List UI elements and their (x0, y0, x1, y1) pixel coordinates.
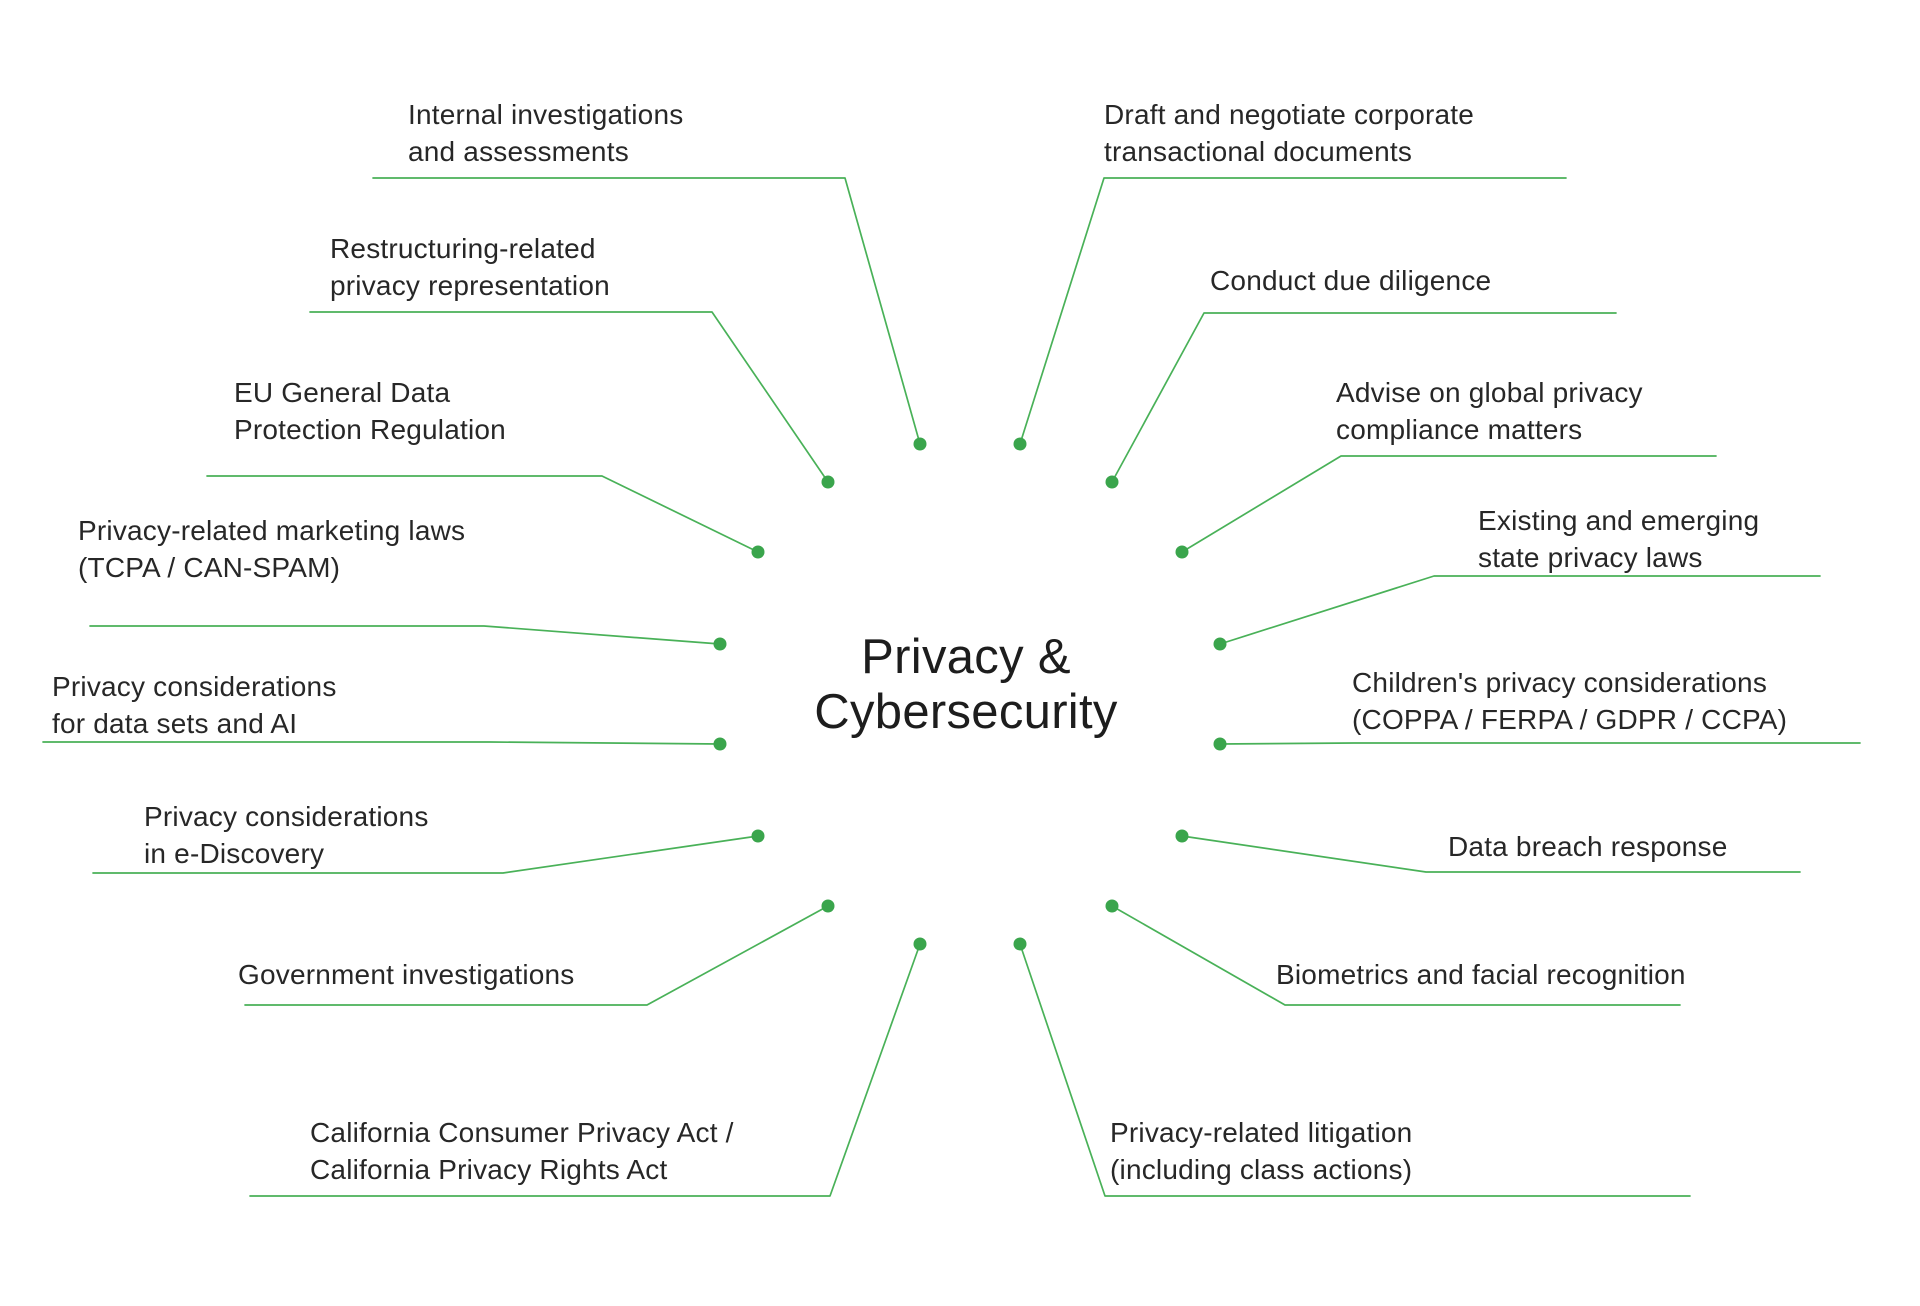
topic-label-privacy-marketing-laws: Privacy-related marketing laws (TCPA / C… (78, 512, 465, 586)
topic-label-line: Biometrics and facial recognition (1276, 959, 1686, 990)
topic-label-childrens-privacy: Children's privacy considerations (COPPA… (1352, 664, 1787, 738)
topic-dot (1213, 737, 1227, 751)
topic-label-line: California Consumer Privacy Act / (310, 1117, 734, 1148)
topic-label-line: EU General Data (234, 377, 451, 408)
connector-line (1181, 455, 1717, 553)
connector-childrens-privacy (1213, 737, 1861, 751)
connector-draft-transactional-documents (1013, 177, 1567, 451)
topic-label-line: Government investigations (238, 959, 575, 990)
topic-dot (751, 829, 765, 843)
connector-line (1019, 943, 1691, 1197)
topic-label-privacy-litigation: Privacy-related litigation (including cl… (1110, 1114, 1412, 1188)
topic-dot (1105, 475, 1119, 489)
topic-dot (821, 475, 835, 489)
topic-label-draft-transactional-documents: Draft and negotiate corporate transactio… (1104, 96, 1474, 170)
connector-line (1181, 835, 1801, 873)
diagram-title-line2: Cybersecurity (814, 685, 1118, 739)
connector-state-privacy-laws (1213, 575, 1821, 651)
topic-label-line: compliance matters (1336, 414, 1583, 445)
connector-line (1219, 742, 1861, 745)
connector-biometrics-facial-recognition (1105, 899, 1681, 1006)
connector-ccpa-cpra (249, 937, 927, 1197)
connector-restructuring-privacy (309, 311, 835, 489)
topic-dot (1175, 545, 1189, 559)
topic-dot (913, 437, 927, 451)
connector-line (1019, 177, 1567, 445)
topic-label-line: Privacy considerations (144, 801, 429, 832)
connector-line (244, 905, 829, 1006)
diagram-title-line1: Privacy & (861, 630, 1071, 684)
topic-label-line: Privacy-related marketing laws (78, 515, 466, 546)
topic-label-eu-gdpr: EU General Data Protection Regulation (234, 374, 506, 448)
topic-label-line: Protection Regulation (234, 414, 506, 445)
connector-government-investigations (244, 899, 835, 1006)
topic-label-ccpa-cpra: California Consumer Privacy Act / Califo… (310, 1114, 734, 1188)
topic-dot (1213, 637, 1227, 651)
topic-label-line: Conduct due diligence (1210, 265, 1492, 296)
connector-conduct-due-diligence (1105, 312, 1617, 489)
topic-label-line: Children's privacy considerations (1352, 667, 1768, 698)
topic-dot (1013, 437, 1027, 451)
topic-label-line: transactional documents (1104, 136, 1413, 167)
connector-line (89, 625, 721, 645)
connector-privacy-marketing-laws (89, 625, 727, 651)
topic-label-data-sets-and-ai: Privacy considerations for data sets and… (52, 668, 337, 742)
topic-label-biometrics-facial-recognition: Biometrics and facial recognition (1276, 956, 1686, 993)
topic-label-line: Advise on global privacy (1336, 377, 1643, 408)
topic-dot (751, 545, 765, 559)
topic-label-state-privacy-laws: Existing and emerging state privacy laws (1478, 502, 1759, 576)
connector-line (206, 475, 759, 553)
topic-dot (1013, 937, 1027, 951)
diagram-title: Privacy & Cybersecurity (814, 630, 1117, 740)
topic-label-line: Privacy considerations (52, 671, 337, 702)
topic-label-line: California Privacy Rights Act (310, 1154, 668, 1185)
connector-line (1219, 575, 1821, 645)
connector-line (1111, 312, 1617, 483)
connector-line (309, 311, 829, 483)
connector-e-discovery (92, 829, 765, 874)
topic-label-line: Internal investigations (408, 99, 684, 130)
topic-label-e-discovery: Privacy considerations in e-Discovery (144, 798, 429, 872)
topic-label-government-investigations: Government investigations (238, 956, 575, 993)
topic-dot (1105, 899, 1119, 913)
connector-data-breach-response (1175, 829, 1801, 873)
topic-label-line: Privacy-related litigation (1110, 1117, 1413, 1148)
topic-label-line: Restructuring-related (330, 233, 596, 264)
topic-label-line: Existing and emerging (1478, 505, 1760, 536)
topic-label-restructuring-privacy: Restructuring-related privacy representa… (330, 230, 610, 304)
topic-dot (713, 637, 727, 651)
connector-data-sets-and-ai (42, 737, 727, 751)
topic-dot (1175, 829, 1189, 843)
connector-line (1111, 905, 1681, 1006)
connector-line (249, 943, 921, 1197)
connector-line (42, 741, 721, 745)
topic-label-line: state privacy laws (1478, 542, 1703, 573)
topic-label-line: (including class actions) (1110, 1154, 1413, 1185)
connector-line (372, 177, 921, 445)
topic-dot (713, 737, 727, 751)
topic-label-line: (TCPA / CAN-SPAM) (78, 552, 341, 583)
topic-label-line: for data sets and AI (52, 708, 298, 739)
topic-label-data-breach-response: Data breach response (1448, 828, 1728, 865)
topic-label-conduct-due-diligence: Conduct due diligence (1210, 262, 1491, 299)
topic-label-advise-global-privacy: Advise on global privacy compliance matt… (1336, 374, 1643, 448)
topic-label-line: privacy representation (330, 270, 610, 301)
topic-dot (913, 937, 927, 951)
topic-label-line: Data breach response (1448, 831, 1728, 862)
topic-label-internal-investigations: Internal investigations and assessments (408, 96, 683, 170)
connector-advise-global-privacy (1175, 455, 1717, 559)
topic-label-line: in e-Discovery (144, 838, 325, 869)
topic-label-line: Draft and negotiate corporate (1104, 99, 1475, 130)
topic-label-line: and assessments (408, 136, 629, 167)
connector-privacy-litigation (1013, 937, 1691, 1197)
topic-dot (821, 899, 835, 913)
connector-eu-gdpr (206, 475, 765, 559)
connector-line (92, 835, 759, 874)
connector-internal-investigations (372, 177, 927, 451)
topic-label-line: (COPPA / FERPA / GDPR / CCPA) (1352, 704, 1788, 735)
